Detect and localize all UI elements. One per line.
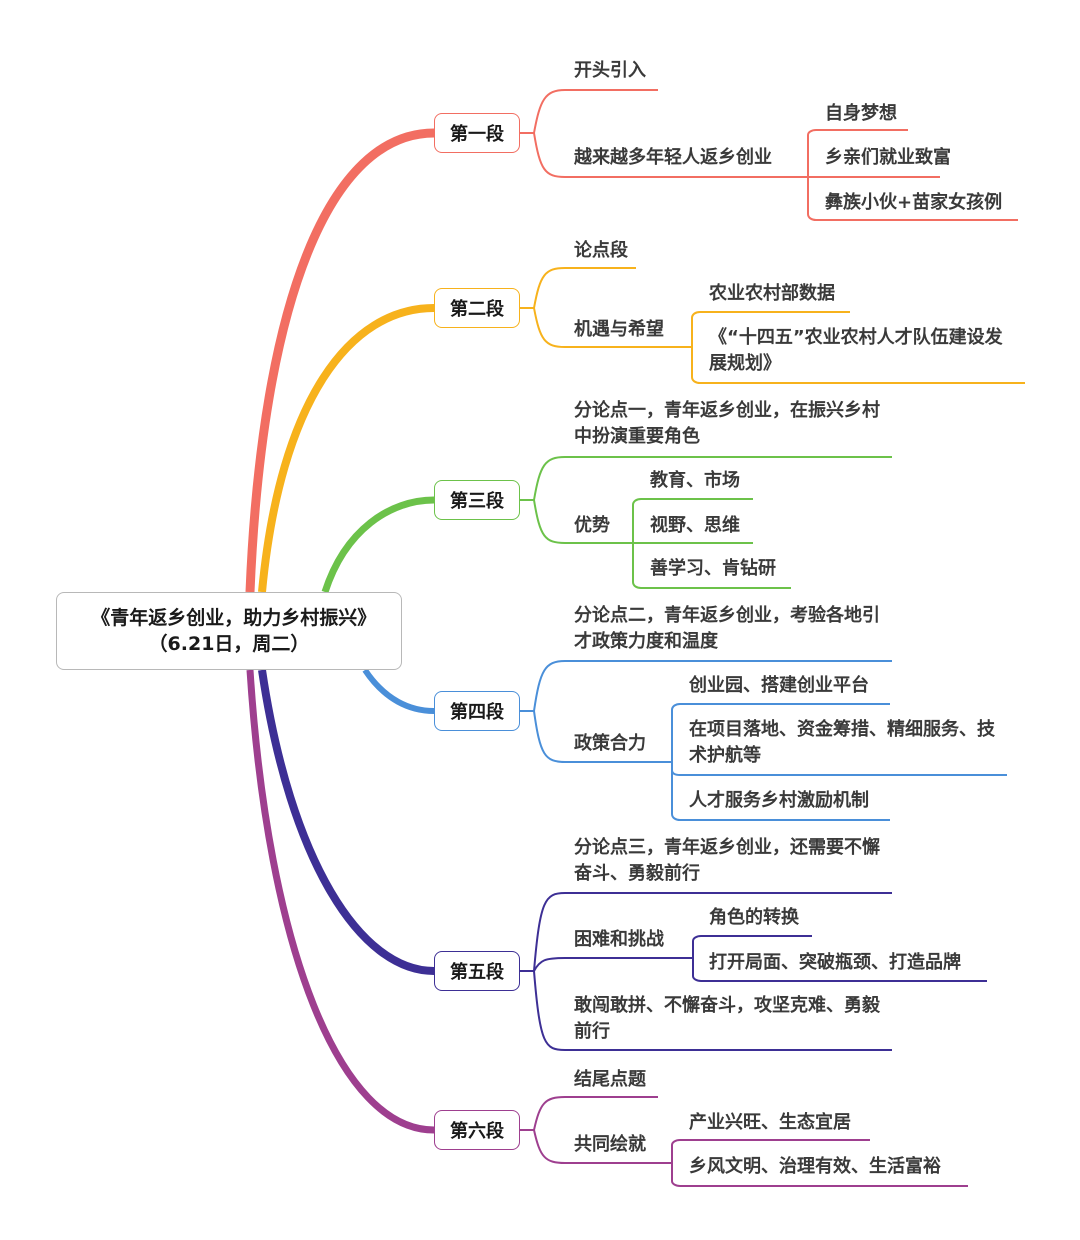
- section-3-node[interactable]: 第三段: [434, 480, 520, 520]
- topic-s5-perseverance[interactable]: 敢闯敢拼、不懈奋斗，攻坚克难、勇毅前行: [574, 995, 880, 1042]
- section-5-label: 第五段: [450, 962, 504, 983]
- section-6-label: 第六段: [450, 1121, 504, 1142]
- connectors-s5: [520, 892, 987, 1051]
- section-3-label: 第三段: [450, 491, 504, 512]
- topic-s2-plan[interactable]: 《“十四五”农业农村人才队伍建设发展规划》: [709, 327, 1003, 374]
- connectors-s3: [520, 456, 892, 589]
- connectors-s4: [520, 660, 1007, 821]
- topic-s4-incentive[interactable]: 人才服务乡村激励机制: [689, 790, 869, 811]
- section-5-node[interactable]: 第五段: [434, 951, 520, 991]
- topic-s6-conclusion[interactable]: 结尾点题: [574, 1069, 646, 1090]
- topic-s1-opening[interactable]: 开头引入: [574, 60, 646, 81]
- topic-s4-startup-park[interactable]: 创业园、搭建创业平台: [689, 675, 869, 696]
- branch-s5: [258, 669, 435, 975]
- section-4-label: 第四段: [450, 702, 504, 723]
- section-2-label: 第二段: [450, 299, 504, 320]
- topic-s4-project-support[interactable]: 在项目落地、资金筹措、精细服务、技术护航等: [689, 719, 995, 766]
- root-topic[interactable]: 《青年返乡创业，助力乡村振兴》（6.21日，周二）: [56, 592, 402, 670]
- topic-s4-policy-synergy[interactable]: 政策合力: [574, 733, 646, 754]
- topic-s1-example[interactable]: 彝族小伙+苗家女孩例: [825, 192, 1003, 213]
- section-1-node[interactable]: 第一段: [434, 113, 520, 153]
- connectors-s2: [520, 267, 1025, 384]
- topic-s3-vision-thinking[interactable]: 视野、思维: [650, 515, 740, 536]
- topic-s2-ministry-data[interactable]: 农业农村部数据: [709, 283, 835, 304]
- section-4-node[interactable]: 第四段: [434, 691, 520, 731]
- branch-s1: [245, 128, 435, 593]
- branch-s3: [321, 496, 435, 594]
- topic-s5-breakthrough[interactable]: 打开局面、突破瓶颈、打造品牌: [709, 952, 961, 973]
- topic-s6-build-together[interactable]: 共同绘就: [574, 1134, 646, 1155]
- topic-s3-subpoint-1[interactable]: 分论点一，青年返乡创业，在振兴乡村中扮演重要角色: [574, 400, 880, 447]
- topic-s4-subpoint-2[interactable]: 分论点二，青年返乡创业，考验各地引才政策力度和温度: [574, 605, 880, 652]
- topic-s2-thesis[interactable]: 论点段: [574, 240, 628, 261]
- topic-s1-youth-returning[interactable]: 越来越多年轻人返乡创业: [574, 147, 772, 168]
- topic-s3-advantages[interactable]: 优势: [574, 515, 610, 536]
- connectors-s1: [520, 89, 1018, 221]
- branch-s6: [246, 669, 435, 1134]
- topic-s5-subpoint-3[interactable]: 分论点三，青年返乡创业，还需要不懈奋斗、勇毅前行: [574, 837, 880, 884]
- branch-s4: [362, 668, 435, 714]
- topic-s6-industry-ecology[interactable]: 产业兴旺、生态宜居: [689, 1112, 851, 1133]
- section-6-node[interactable]: 第六段: [434, 1110, 520, 1150]
- topic-s5-role-change[interactable]: 角色的转换: [709, 907, 799, 928]
- root-title: 《青年返乡创业，助力乡村振兴》（6.21日，周二）: [91, 607, 367, 655]
- topic-s3-education-market[interactable]: 教育、市场: [650, 470, 740, 491]
- branch-s2: [258, 304, 435, 593]
- topic-s1-own-dream[interactable]: 自身梦想: [825, 103, 897, 124]
- topic-s5-challenges[interactable]: 困难和挑战: [574, 929, 664, 950]
- section-2-node[interactable]: 第二段: [434, 288, 520, 328]
- topic-s3-learning[interactable]: 善学习、肯钻研: [650, 558, 776, 579]
- topic-s1-villagers-prosper[interactable]: 乡亲们就业致富: [825, 147, 951, 168]
- topic-s6-civility[interactable]: 乡风文明、治理有效、生活富裕: [689, 1156, 941, 1177]
- topic-s2-opportunity[interactable]: 机遇与希望: [574, 319, 664, 340]
- section-1-label: 第一段: [450, 124, 504, 145]
- connectors-s6: [520, 1096, 968, 1187]
